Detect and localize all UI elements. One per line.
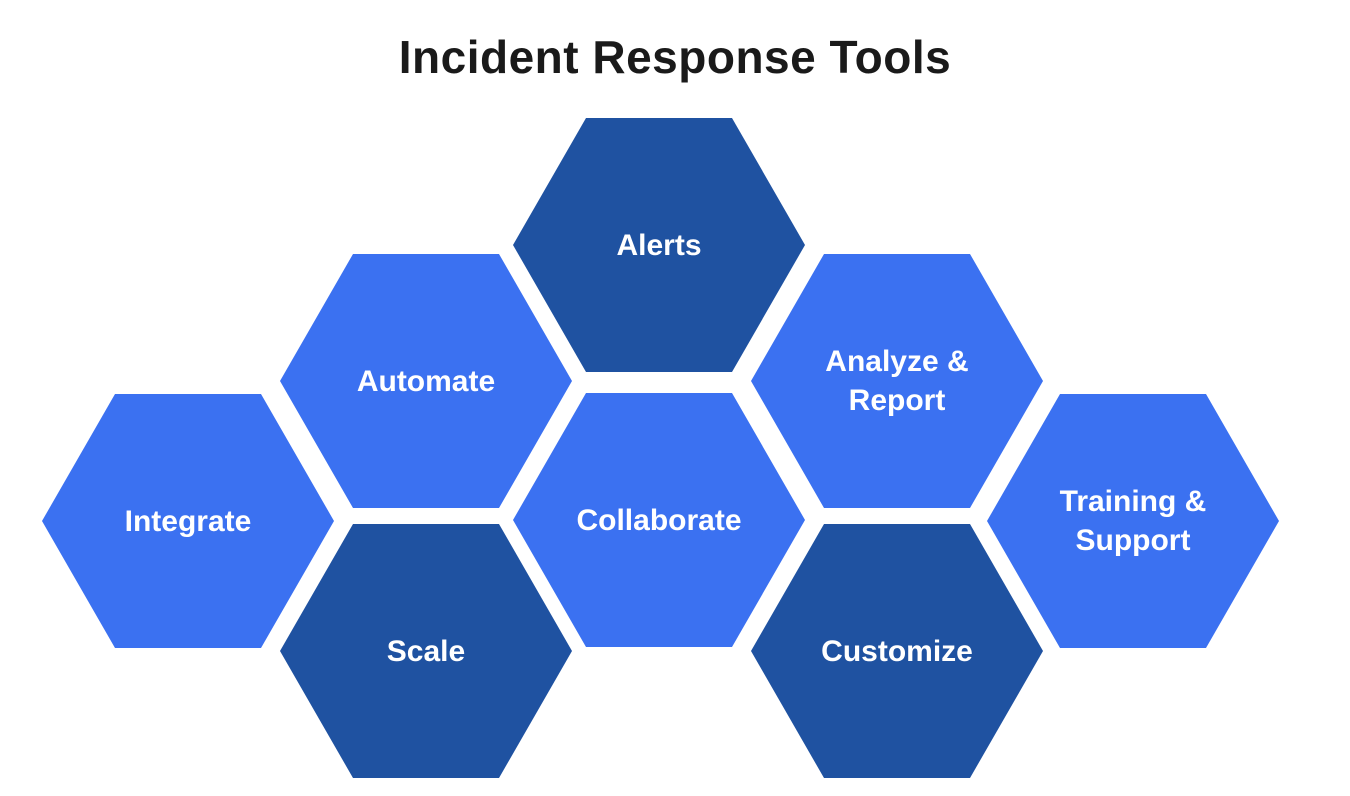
hexagon-label: Scale xyxy=(386,634,466,668)
hexagon-label: Training & Support xyxy=(1059,485,1207,557)
hexagon-training-support: Training & Support xyxy=(987,394,1279,648)
hexagon-label: Analyze & Report xyxy=(825,345,969,417)
hexagon-collaborate: Collaborate xyxy=(513,393,805,647)
hexagon-analyze-report: Analyze & Report xyxy=(751,254,1043,508)
hexagon-integrate: Integrate xyxy=(42,394,334,648)
page-title: Incident Response Tools xyxy=(398,31,952,83)
hexagon-label: Integrate xyxy=(124,504,252,538)
hexagon-automate: Automate xyxy=(280,254,572,508)
hexagon-label: Collaborate xyxy=(576,503,742,537)
hexagon-label: Alerts xyxy=(616,228,702,262)
hexagon-label: Automate xyxy=(356,364,496,398)
hexagon-scale: Scale xyxy=(280,524,572,778)
hexagon-customize: Customize xyxy=(751,524,1043,778)
hexagon-label: Customize xyxy=(821,634,973,668)
hexagon-alerts: Alerts xyxy=(513,118,805,372)
